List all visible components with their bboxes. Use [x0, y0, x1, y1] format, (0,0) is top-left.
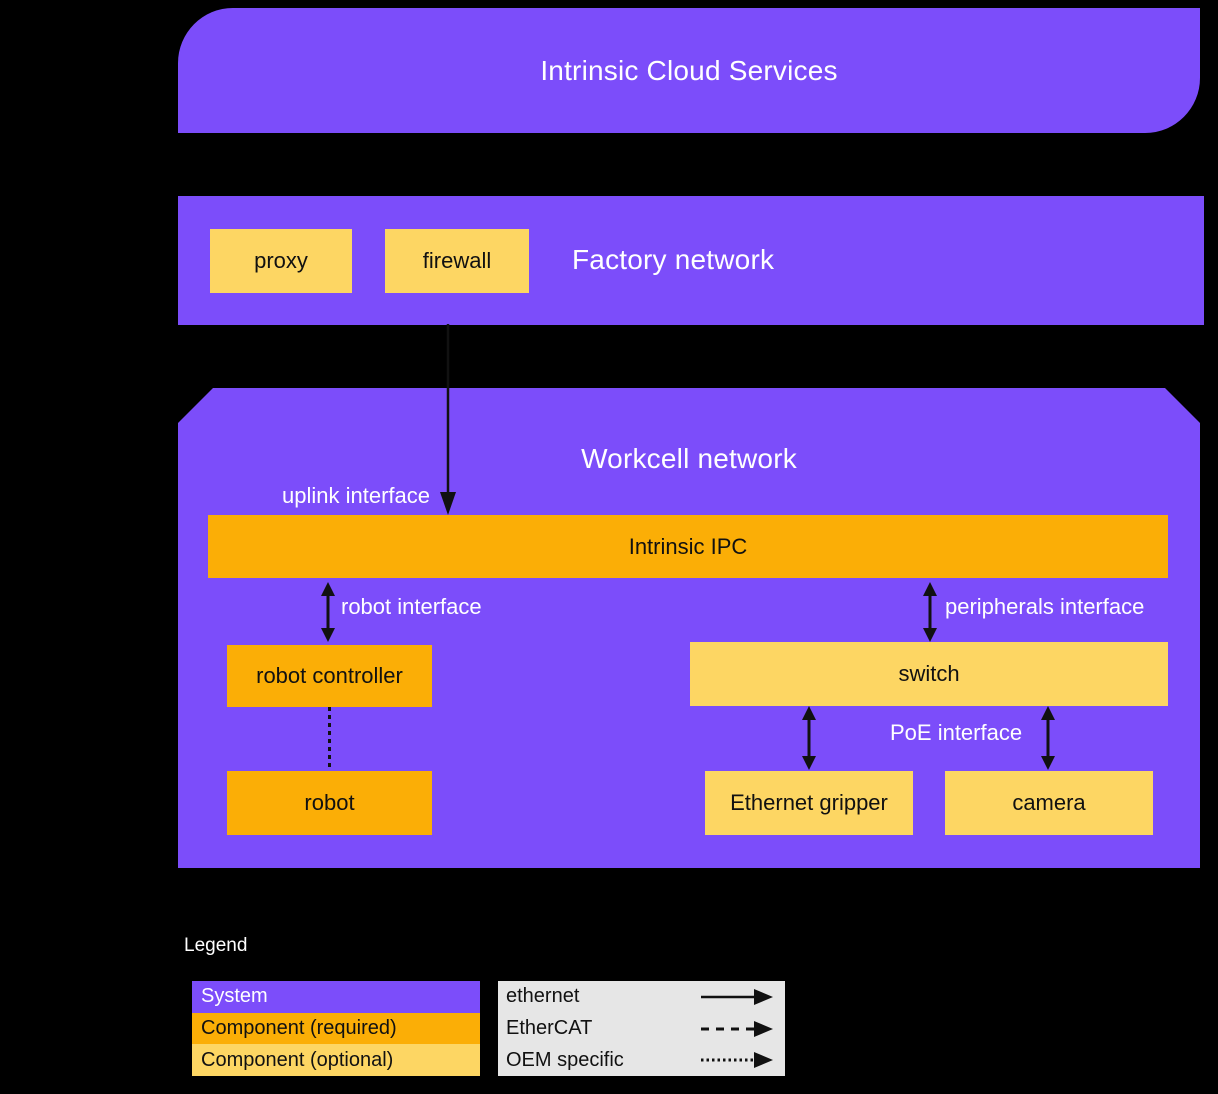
- legend-node-types: System Component (required) Component (o…: [192, 981, 480, 1077]
- intrinsic-ipc-node: Intrinsic IPC: [208, 515, 1168, 578]
- legend-component-required-label: Component (required): [201, 1017, 397, 1039]
- ethernet-gripper-label: Ethernet gripper: [730, 790, 888, 815]
- peripherals-interface-arrow: [923, 582, 937, 642]
- peripherals-interface-label: peripherals interface: [945, 594, 1145, 619]
- factory-network-title: Factory network: [572, 244, 775, 275]
- switch-label: switch: [898, 661, 960, 686]
- legend-title: Legend: [184, 935, 248, 956]
- robot-interface-label: robot interface: [341, 594, 482, 619]
- legend-row-ethercat: EtherCAT: [498, 1013, 785, 1045]
- robot-label: robot: [304, 790, 355, 815]
- legend-row-ethernet: ethernet: [498, 981, 785, 1013]
- switch-node: switch: [690, 642, 1168, 706]
- ethercat-dashed-arrow-icon: [701, 1020, 773, 1037]
- poe-arrow-camera: [1041, 706, 1055, 770]
- legend-component-optional-label: Component (optional): [201, 1048, 394, 1071]
- robot-controller-node: robot controller: [227, 645, 432, 707]
- legend-oem-specific-label: OEM specific: [506, 1048, 624, 1071]
- legend-row-component-optional: Component (optional): [192, 1044, 480, 1077]
- poe-interface-label: PoE interface: [890, 720, 1023, 745]
- legend-ethercat-label: EtherCAT: [506, 1017, 593, 1039]
- workcell-network-title: Workcell network: [581, 443, 797, 474]
- uplink-arrow: [440, 324, 456, 515]
- robot-controller-label: robot controller: [256, 663, 403, 688]
- cloud-services-title: Intrinsic Cloud Services: [540, 54, 838, 86]
- legend-row-system: System: [192, 981, 480, 1013]
- firewall-node: firewall: [385, 229, 529, 293]
- oem-specific-dotted-arrow-icon: [701, 1052, 773, 1069]
- camera-label: camera: [1012, 790, 1086, 815]
- legend-system-label: System: [201, 985, 268, 1008]
- oem-specific-connector: [328, 707, 331, 771]
- uplink-interface-label: uplink interface: [282, 483, 430, 508]
- intrinsic-ipc-label: Intrinsic IPC: [628, 533, 748, 559]
- legend-row-oem-specific: OEM specific: [498, 1044, 785, 1076]
- poe-arrow-gripper: [802, 706, 816, 770]
- proxy-node: proxy: [210, 229, 352, 293]
- legend-row-component-required: Component (required): [192, 1012, 480, 1045]
- robot-interface-arrow: [321, 582, 335, 642]
- proxy-label: proxy: [254, 248, 308, 273]
- camera-node: camera: [945, 771, 1153, 835]
- ethernet-solid-arrow-icon: [701, 988, 773, 1005]
- legend-ethernet-label: ethernet: [506, 985, 580, 1008]
- legend-edge-types: ethernet EtherCAT OEM specific: [498, 981, 785, 1076]
- robot-node: robot: [227, 771, 432, 835]
- firewall-label: firewall: [422, 248, 492, 273]
- cloud-services-box: Intrinsic Cloud Services: [178, 8, 1200, 133]
- ethernet-gripper-node: Ethernet gripper: [705, 771, 913, 835]
